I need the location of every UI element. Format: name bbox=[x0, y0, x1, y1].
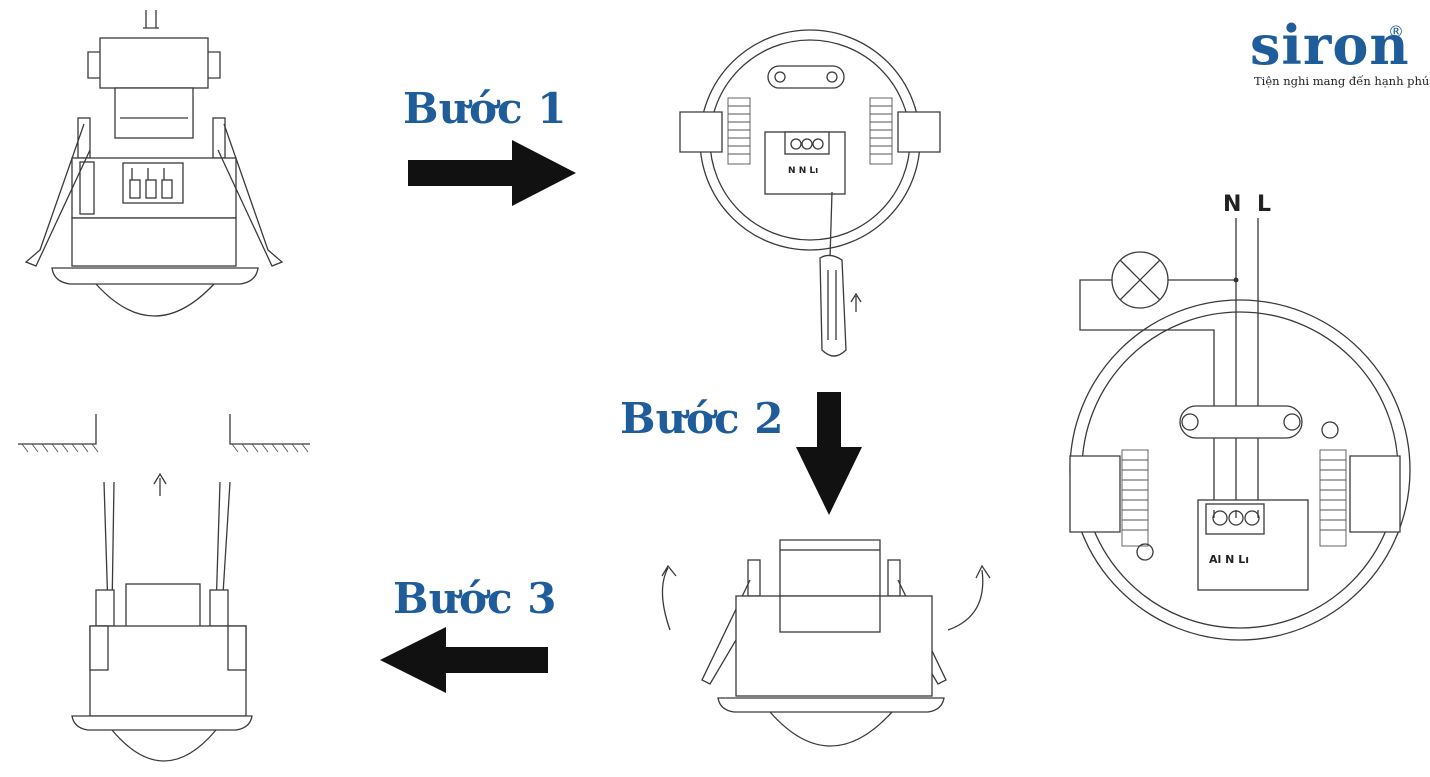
registered-mark: ® bbox=[1388, 22, 1404, 41]
sensor-ceiling-insert bbox=[18, 414, 310, 762]
terminal-labels: Al N Lı bbox=[1209, 553, 1249, 566]
brand-tagline: Tiện nghi mang đến hạnh phúc bbox=[1254, 74, 1430, 88]
left-arrow-icon bbox=[380, 627, 548, 693]
step-2-label: Bước 2 bbox=[620, 394, 784, 443]
brand-name: siron bbox=[1250, 13, 1410, 77]
down-arrow-icon bbox=[796, 392, 862, 515]
wiring-diagram bbox=[1069, 218, 1411, 641]
brand-logo: siron ® Tiện nghi mang đến hạnh phúc bbox=[1250, 13, 1430, 88]
sensor-springs-squeezed bbox=[661, 539, 991, 747]
sensor-side-view bbox=[24, 10, 284, 317]
supply-label-l: L bbox=[1257, 192, 1272, 217]
step-1-label: Bước 1 bbox=[403, 84, 567, 133]
step-3-label: Bước 3 bbox=[393, 574, 557, 623]
lamp-icon bbox=[1111, 251, 1169, 309]
right-arrow-icon bbox=[408, 140, 576, 206]
sensor-top-view-screwdriver bbox=[679, 29, 941, 357]
supply-label-n: N bbox=[1223, 192, 1242, 217]
terminal-labels-small: N N Lı bbox=[788, 166, 819, 176]
